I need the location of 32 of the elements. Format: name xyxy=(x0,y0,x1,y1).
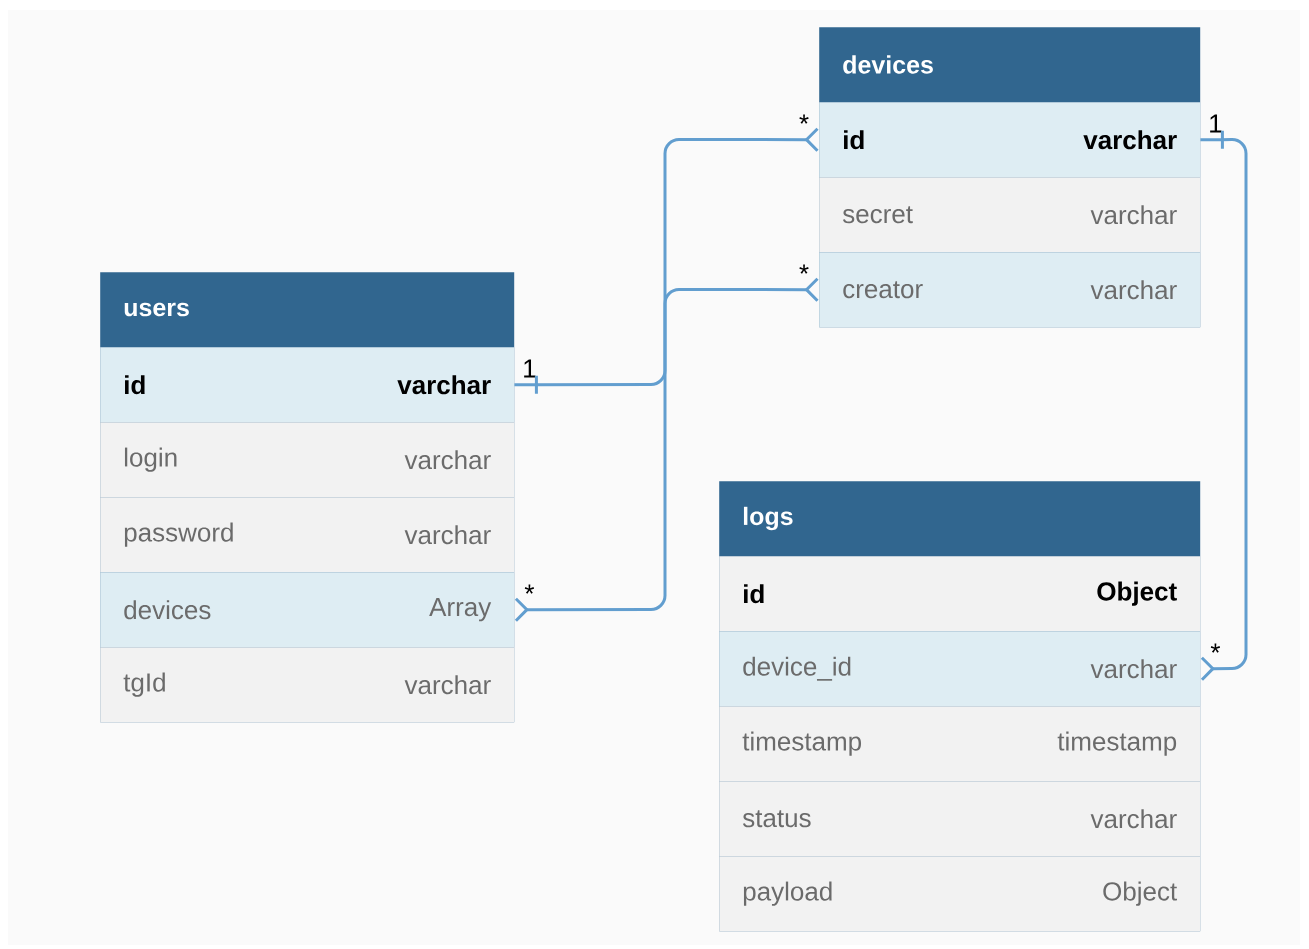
node-label: timestamp xyxy=(742,731,862,756)
cardinality-label: * xyxy=(799,114,809,124)
table-row: id Object xyxy=(719,556,1201,632)
table-row: secret varchar xyxy=(819,177,1201,253)
node-label: status xyxy=(742,810,811,828)
node-label: payload xyxy=(743,881,832,906)
relationship-line xyxy=(514,277,819,396)
cardinality-label: 1 xyxy=(524,359,536,378)
table-row: devices Array xyxy=(100,572,515,648)
relationship-line xyxy=(514,127,819,622)
node-label: varchar xyxy=(1090,809,1177,829)
node-label: Object xyxy=(1103,881,1178,906)
table-row: id varchar xyxy=(819,102,1201,178)
table-row: password varchar xyxy=(100,497,515,573)
node-label: timestamp xyxy=(1057,731,1177,756)
cardinality-label: 1 xyxy=(1210,114,1222,133)
table-row: login varchar xyxy=(100,422,515,498)
node-label: varchar xyxy=(404,450,491,470)
table-row: tgId varchar xyxy=(100,647,515,723)
table-row: id varchar xyxy=(100,347,515,423)
cardinality-label: * xyxy=(524,584,535,594)
cardinality-label: * xyxy=(1210,643,1221,653)
table-row: timestamp timestamp xyxy=(719,706,1201,782)
node-label: password xyxy=(124,522,233,547)
table-row: device_id varchar xyxy=(719,631,1201,707)
table-row: payload Object xyxy=(719,856,1201,932)
node-label: varchar xyxy=(404,525,491,545)
cardinality-label: * xyxy=(799,264,809,274)
table-row: status varchar xyxy=(719,781,1201,857)
relationship-line xyxy=(1200,129,1248,681)
table-row: creator varchar xyxy=(819,252,1201,328)
node-label: login xyxy=(124,447,177,472)
